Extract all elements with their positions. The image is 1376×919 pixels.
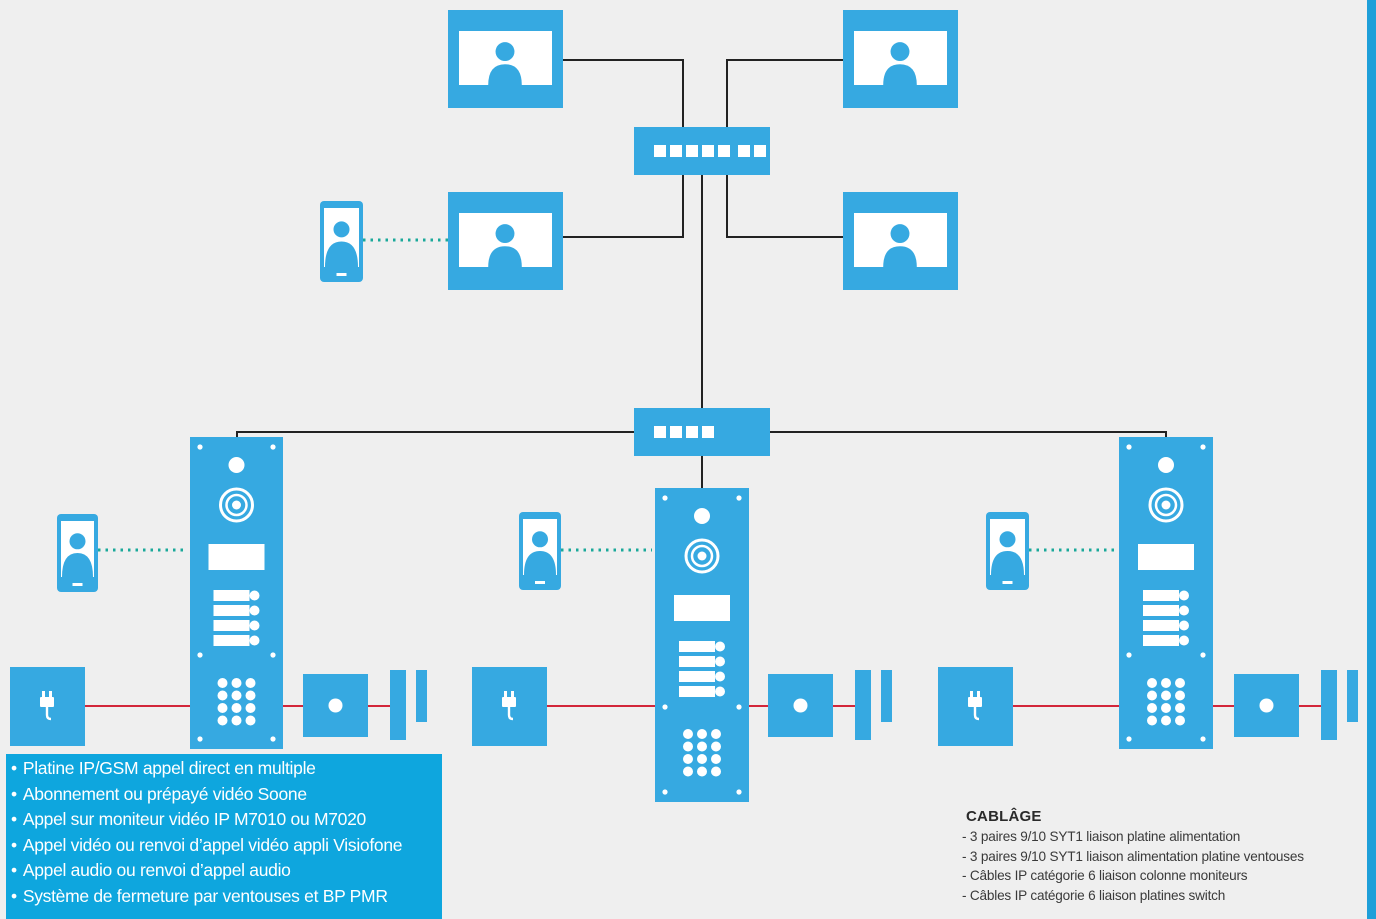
smartphone-person-icon [524, 531, 556, 575]
intercom-panel-icon [1119, 437, 1213, 749]
smartphone [57, 514, 98, 592]
speaker-icon [1148, 487, 1184, 523]
person-silhouette-icon [488, 42, 522, 86]
smartphone [986, 512, 1029, 590]
cabling-legend: CABLÂGE 3 paires 9/10 SYT1 liaison plati… [962, 808, 1362, 905]
person-silhouette-icon [883, 224, 917, 268]
push-button-icon [1234, 674, 1299, 737]
cabling-item: 3 paires 9/10 SYT1 liaison platine alime… [962, 827, 1362, 847]
name-display [1138, 544, 1194, 570]
features-list: Platine IP/GSM appel direct en multiple … [6, 754, 442, 910]
feature-item: Abonnement ou prépayé vidéo Soone [11, 782, 442, 808]
name-display [674, 595, 730, 621]
feature-item: Appel vidéo ou renvoi d’appel vidéo appl… [11, 833, 442, 859]
cabling-item: Câbles IP catégorie 6 liaison colonne mo… [962, 866, 1362, 886]
call-buttons [679, 641, 725, 697]
keypad-icon [683, 729, 721, 777]
right-accent-bar [1367, 0, 1376, 919]
video-monitor [843, 192, 958, 290]
camera-icon [1158, 457, 1174, 473]
devices [10, 10, 1358, 802]
cable-monitor-mid-left [563, 175, 684, 238]
keypad-icon [217, 678, 256, 726]
video-monitor [448, 192, 563, 290]
camera-icon [228, 457, 245, 473]
magnetic-lock-icon [855, 670, 892, 740]
cable-switch-panel-left [236, 431, 634, 437]
call-buttons [1143, 590, 1189, 646]
intercom-panel-icon [655, 488, 749, 802]
network-switch-icon [634, 408, 770, 456]
power-plug-icon [10, 667, 85, 746]
feature-item: Système de fermeture par ventouses et BP… [11, 884, 442, 910]
intercom-panel-icon [190, 437, 283, 749]
video-monitor [448, 10, 563, 108]
magnetic-lock-icon [1321, 670, 1358, 740]
smartphone [320, 201, 363, 282]
video-monitor [843, 10, 958, 108]
cabling-item: 3 paires 9/10 SYT1 liaison alimentation … [962, 847, 1362, 867]
cable-monitor-top-left [563, 59, 684, 127]
call-buttons [213, 590, 260, 646]
features-box: Platine IP/GSM appel direct en multiple … [6, 754, 442, 919]
smartphone-person-icon [325, 221, 358, 267]
feature-item: Appel sur moniteur vidéo IP M7010 ou M70… [11, 807, 442, 833]
power-plug-icon [472, 667, 547, 746]
speaker-icon [684, 538, 720, 574]
network-switch-icon [634, 127, 770, 175]
name-display [208, 544, 265, 570]
cable-switch-panel-right [768, 431, 1167, 437]
camera-icon [694, 508, 710, 524]
cable-monitor-mid-right [726, 175, 843, 238]
push-button-icon [768, 674, 833, 737]
power-plug-icon [938, 667, 1013, 746]
cabling-title: CABLÂGE [966, 808, 1042, 825]
cabling-list: 3 paires 9/10 SYT1 liaison platine alime… [962, 827, 1362, 905]
person-silhouette-icon [883, 42, 917, 86]
cabling-item: Câbles IP catégorie 6 liaison platines s… [962, 886, 1362, 906]
magnetic-lock-icon [390, 670, 427, 740]
person-silhouette-icon [488, 224, 522, 268]
cable-monitor-top-right [726, 59, 843, 127]
keypad-icon [1147, 678, 1185, 726]
feature-item: Platine IP/GSM appel direct en multiple [11, 756, 442, 782]
cabling-lines [85, 59, 1321, 707]
push-button-icon [303, 674, 368, 737]
feature-item: Appel audio ou renvoi d’appel audio [11, 858, 442, 884]
speaker-icon [219, 487, 254, 523]
smartphone-person-icon [62, 533, 93, 577]
smartphone [519, 512, 561, 590]
smartphone-person-icon [991, 531, 1024, 575]
